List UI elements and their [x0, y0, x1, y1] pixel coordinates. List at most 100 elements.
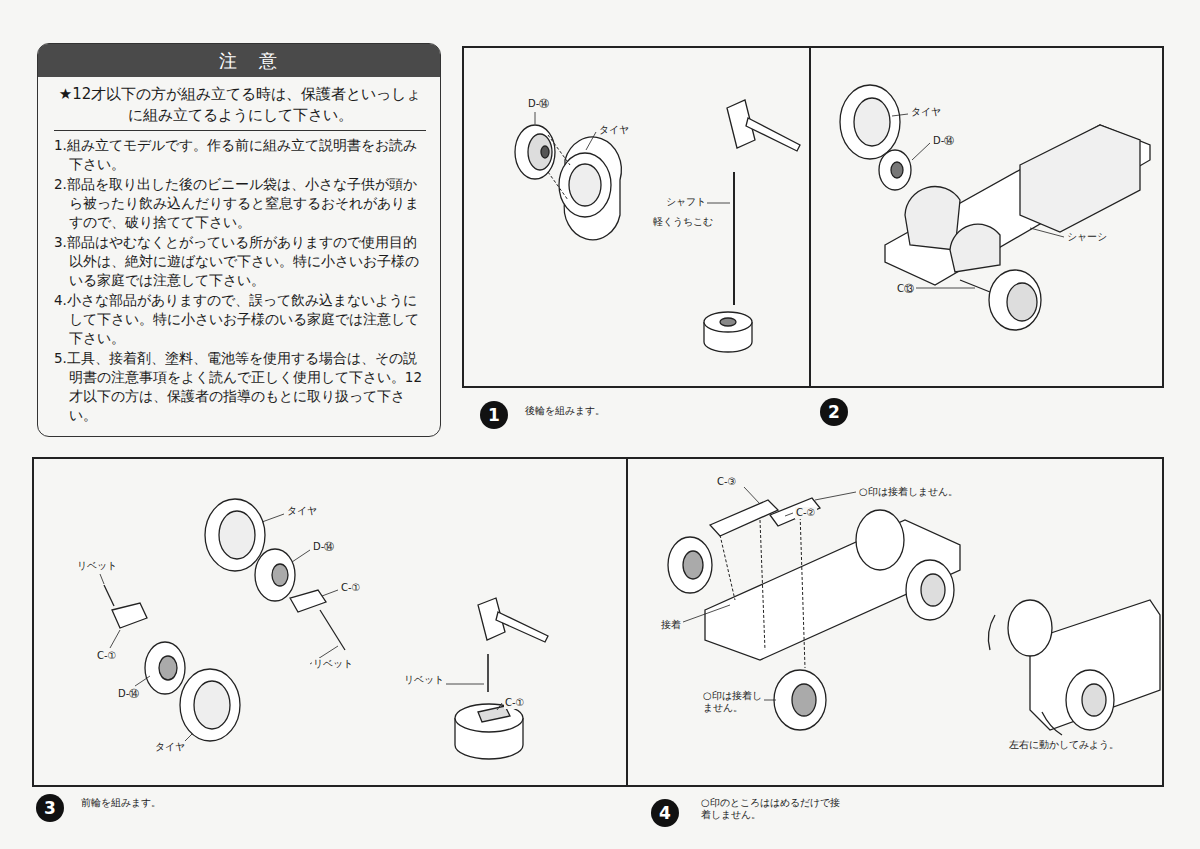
leader-lines: [744, 487, 760, 504]
front-wheel-parts: [180, 669, 240, 741]
leader-lines: [1030, 228, 1064, 237]
front-wheel-parts: [112, 603, 147, 628]
part-number: C-①: [96, 650, 118, 662]
rear-wheel-parts: [515, 125, 621, 240]
assembly-arrows: [548, 172, 568, 200]
leader-lines: [322, 590, 338, 596]
leader-lines: [100, 574, 104, 584]
part-name: リベット: [403, 674, 445, 686]
wheel-base: [704, 312, 752, 352]
shaft: [733, 172, 735, 305]
callout-number: 2: [828, 402, 840, 422]
part-number: D-⑭: [932, 135, 955, 147]
panel-frames: [626, 458, 628, 786]
wheel-base: [455, 704, 523, 759]
leader-lines: [292, 550, 310, 562]
wheel-base: [720, 318, 736, 326]
rear-wheel-parts: [559, 153, 611, 217]
rear-wheel-parts: [564, 137, 621, 240]
panel-frames: [809, 47, 811, 387]
front-wheel-parts: [219, 511, 255, 559]
part-name: タイヤ: [598, 124, 630, 136]
caution-box: 注意 ★12才以下の方が組み立てる時は、保護者といっしょに組み立てるようにして下さ…: [37, 43, 441, 437]
leader-lines: [535, 112, 536, 124]
steering-assembly: [710, 500, 778, 536]
front-wheel-parts: [194, 681, 230, 729]
leader-lines: [683, 605, 730, 622]
leader-lines: [912, 143, 930, 160]
leader-lines: [535, 112, 730, 203]
leader-lines: [916, 288, 975, 289]
step-number: 3: [36, 794, 64, 822]
part-number: D-⑭: [117, 688, 140, 700]
glue-note: 接着: [660, 619, 682, 631]
inset-view: [1082, 684, 1106, 716]
chassis-wheels: [879, 150, 911, 190]
inset-view: [1008, 600, 1052, 656]
inset-view: [1042, 712, 1062, 735]
instruction-note: 左右に動かしてみよう。: [1008, 739, 1120, 751]
rear-wheel-parts: [569, 164, 601, 206]
rear-wheel-parts: [541, 146, 549, 158]
part-name: タイヤ: [286, 505, 318, 517]
step-number: 2: [820, 398, 848, 426]
leader-lines: [110, 630, 120, 648]
caution-item: 1.組み立てモデルです。作る前に組み立て説明書をお読み下さい。: [54, 136, 426, 174]
part-name: リベット: [312, 658, 354, 670]
part-name: リベット: [76, 560, 118, 572]
front-wheel-parts: [320, 610, 345, 650]
part-number: C-②: [795, 507, 817, 519]
part-name: シャフト: [665, 196, 707, 208]
steering-assembly: [683, 551, 703, 579]
front-wheel-parts: [205, 499, 265, 571]
caution-item: 3.部品はやむなくとがっている所がありますので使用目的以外は、絶対に遊ばないで下…: [54, 233, 426, 290]
leader-lines: [262, 514, 284, 522]
leader-lines: [892, 114, 908, 116]
glue-note: ○印は接着しません。: [702, 690, 764, 714]
callout-number: 1: [488, 405, 500, 425]
leader-lines: [100, 514, 502, 746]
panel-frames: [33, 458, 1163, 786]
front-wheel-parts: [290, 590, 326, 612]
rear-wheel-parts: [528, 134, 552, 170]
glue-note: ○印は接着しません。: [858, 486, 959, 498]
front-wheel-parts: [104, 499, 345, 741]
chassis-wheels: [989, 270, 1041, 330]
chassis: [885, 125, 1150, 285]
part-name: タイヤ: [154, 741, 186, 753]
chassis: [950, 224, 1000, 272]
assembly-arrows: [720, 535, 735, 600]
chassis-wheels: [840, 85, 1041, 330]
hammer: [478, 598, 548, 692]
assembly-arrows: [760, 520, 765, 650]
leader-lines: [785, 513, 793, 516]
leader-lines: [497, 703, 502, 710]
steering-assembly: [792, 684, 816, 716]
front-wheel-parts: [255, 549, 295, 601]
hammer: [496, 612, 548, 642]
steering-assembly: [774, 670, 826, 730]
panel-frames: [463, 47, 1163, 387]
front-wheel-parts: [272, 564, 288, 586]
step-number: 4: [651, 799, 679, 827]
caution-lead: ★12才以下の方が組み立てる時は、保護者といっしょに組み立てるようにして下さい。: [54, 84, 426, 131]
part-number: D-⑭: [312, 541, 335, 553]
part-number: C-①: [504, 697, 526, 709]
callout-number: 3: [44, 798, 56, 818]
part-number: C-①: [340, 582, 362, 594]
step-number: 1: [480, 401, 508, 429]
caution-item: 2.部品を取り出した後のビニール袋は、小さな子供が頭から被ったり飲み込んだりする…: [54, 175, 426, 232]
part-name: タイヤ: [910, 106, 942, 118]
assembly-arrows: [720, 512, 805, 668]
steering-assembly: [906, 560, 954, 620]
chassis-wheels: [854, 98, 890, 146]
caution-item: 5.工具、接着剤、塗料、電池等を使用する場合は、その説明書の注意事項をよく読んで…: [54, 349, 426, 425]
steering-assembly: [668, 498, 960, 730]
leader-lines: [815, 492, 856, 500]
caution-heading: 注意: [219, 49, 298, 73]
leader-lines: [892, 114, 1064, 288]
chassis: [1020, 125, 1140, 232]
hammer: [727, 100, 800, 151]
front-wheel-parts: [159, 656, 177, 680]
leader-lines: [446, 684, 484, 685]
